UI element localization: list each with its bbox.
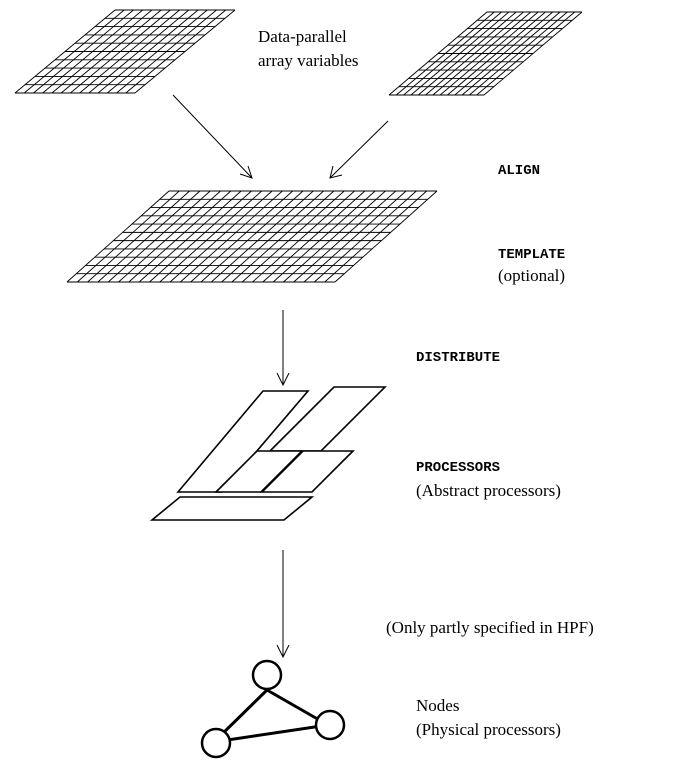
nodes-label: Nodes [416,696,459,715]
processor-block-middle-right [260,450,355,493]
physical-node [251,659,283,691]
template-label: TEMPLATE [498,247,565,263]
array-variable-grid-left [14,9,236,94]
processor-block-left [176,390,310,493]
array-variable-grid-right [388,11,583,96]
distribute-label: DISTRIBUTE [416,350,500,366]
processors-note: (Abstract processors) [416,481,561,500]
arrays-label-line1: Data-parallel [258,27,347,46]
align-label: ALIGN [498,163,540,179]
template-note: (optional) [498,266,565,285]
align-arrow-left [172,94,253,179]
node-edge [213,723,329,744]
partly-specified-note: (Only partly specified in HPF) [386,618,594,637]
mapping-arrow [276,550,290,659]
physical-node [200,727,232,759]
processors-label: PROCESSORS [416,460,500,476]
distribute-arrow [276,310,290,387]
processor-block-bottom [149,496,315,521]
arrays-label-line2: array variables [258,51,359,70]
physical-nodes-graph [200,659,346,759]
nodes-note: (Physical processors) [416,720,561,739]
template-grid [66,190,438,283]
abstract-processors-blocks [149,386,387,521]
physical-node [314,709,346,741]
align-arrow-right [329,120,389,179]
